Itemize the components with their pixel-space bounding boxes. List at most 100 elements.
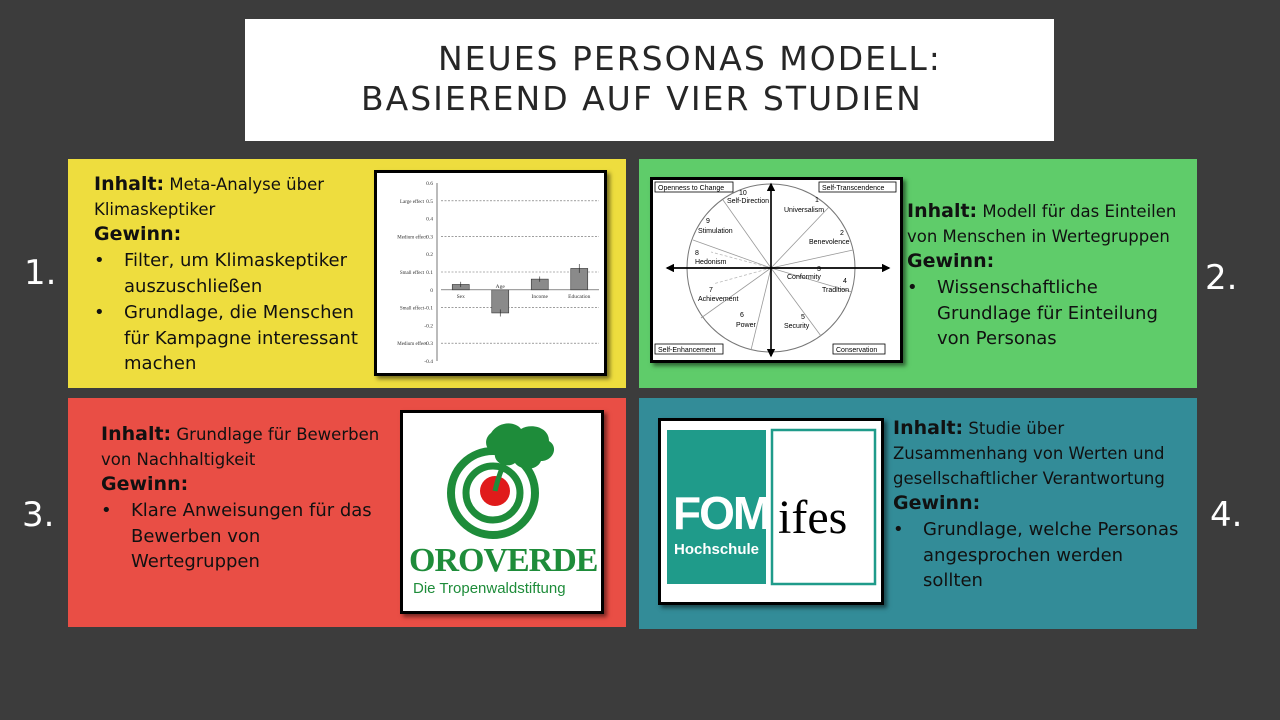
fom-hochschule: Hochschule	[674, 541, 759, 558]
corner-box	[832, 343, 886, 355]
oroverde-logo: OROVERDE Die Tropenwaldstiftung	[409, 423, 598, 597]
bullet-dot: •	[907, 277, 918, 298]
inhalt-paragraph: Inhalt: Modell für das Einteilen von Men…	[907, 199, 1192, 249]
inhalt-label: Inhalt:	[94, 173, 165, 195]
values-circle-image: Openness to Change Self-Transcendence Se…	[650, 177, 903, 363]
inhalt-text: Studie über Zusammenhang von Werten und …	[893, 419, 1165, 488]
ifes-text: ifes	[778, 491, 847, 544]
ifes-logo-block	[770, 428, 877, 586]
fom-ifes-logo-image: FOM Hochschule ifes	[658, 418, 884, 605]
fom-ifes-logo: FOM Hochschule ifes	[667, 428, 877, 586]
value-name: Conformity	[787, 274, 821, 281]
bullet-item: • Wissenschaftliche Grundlage für Einteil…	[907, 275, 1192, 352]
y-tick-label: 0.6	[426, 181, 433, 187]
bullet-item: • Klare Anweisungen für das Bewerben von …	[101, 498, 381, 575]
values-circle-diagram: Openness to Change Self-Transcendence Se…	[654, 181, 897, 358]
value-name: Universalism	[784, 207, 824, 214]
panel-3-text: Inhalt: Grundlage für Bewerben von Nachh…	[101, 422, 381, 575]
value-name: Hedonism	[695, 259, 727, 266]
value-name: Stimulation	[698, 228, 733, 235]
category-label: Sex	[457, 294, 466, 300]
bullet-text: Grundlage, die Menschen für Kampagne int…	[124, 302, 358, 374]
number-4: 4.	[1210, 495, 1243, 535]
y-tick-label: 0.4	[426, 217, 433, 223]
bullet-text: Grundlage, welche Personas angesprochen …	[923, 519, 1179, 591]
inhalt-text: Modell für das Einteilen von Menschen in…	[907, 202, 1177, 246]
corner-label-conservation: Conservation	[836, 347, 877, 354]
gewinn-label: Gewinn:	[94, 223, 182, 245]
y-tick-label: 0.5	[426, 199, 433, 205]
corner-box	[818, 181, 897, 193]
value-name: Benevolence	[809, 239, 850, 246]
panel-meta-analysis: Inhalt: Meta-Analyse über Klimaskeptiker…	[68, 159, 626, 388]
fom-text: FOM	[673, 487, 769, 539]
inhalt-text: Meta-Analyse über Klimaskeptiker	[94, 175, 325, 219]
corner-box	[654, 181, 734, 193]
effect-label: Small effect	[400, 271, 425, 276]
tree-crown-icon	[486, 423, 555, 469]
value-num: 6	[740, 312, 744, 319]
title-box: NEUES PERSONAS MODELL: BASIEREND AUF VIE…	[245, 19, 1054, 141]
panel-fom-ifes: FOM Hochschule ifes Inhalt: Studie über …	[639, 398, 1197, 629]
number-3: 3.	[22, 495, 55, 535]
y-tick-label: -0.3	[424, 341, 433, 347]
category-label: Income	[532, 294, 549, 300]
corner-label-openness: Openness to Change	[658, 185, 724, 192]
effect-label: Small effect	[400, 307, 425, 312]
corner-box	[654, 343, 724, 355]
effect-label: Medium effect	[397, 342, 427, 347]
oroverde-tagline: Die Tropenwaldstiftung	[413, 580, 566, 597]
value-num: 10	[739, 190, 747, 197]
bullet-item: • Grundlage, welche Personas angesprochen…	[893, 517, 1188, 594]
inhalt-label: Inhalt:	[893, 417, 964, 439]
corner-label-self-transcendence: Self-Transcendence	[822, 185, 884, 192]
bullet-dot: •	[94, 250, 105, 271]
y-tick-label: 0.2	[426, 252, 433, 258]
sector-lines	[692, 199, 854, 351]
effect-label: Large effect	[400, 200, 425, 205]
category-label: Education	[568, 294, 591, 300]
bullet-dot: •	[101, 500, 112, 521]
value-num: 8	[695, 250, 699, 257]
value-name: Achievement	[698, 296, 739, 303]
y-tick-label: 0	[430, 288, 433, 294]
bullet-item: • Grundlage, die Menschen für Kampagne in…	[94, 300, 362, 377]
panel-oroverde: Inhalt: Grundlage für Bewerben von Nachh…	[68, 398, 626, 627]
y-tick-label: 0.3	[426, 234, 433, 240]
value-name: Tradition	[822, 287, 849, 294]
gewinn-label: Gewinn:	[907, 250, 995, 272]
value-num: 4	[843, 278, 847, 285]
gewinn-label: Gewinn:	[101, 473, 189, 495]
value-name: Self-Direction	[727, 198, 769, 205]
bullet-text: Wissenschaftliche Grundlage für Einteilu…	[937, 277, 1158, 349]
inhalt-label: Inhalt:	[907, 200, 978, 222]
category-label: Age	[496, 284, 506, 290]
number-1: 1.	[24, 253, 57, 293]
y-tick-label: -0.2	[424, 323, 433, 329]
y-tick-label: -0.4	[424, 359, 433, 365]
y-tick-label: -0.1	[424, 306, 433, 312]
meta-analysis-bar-chart: 0.6 0.5 0.4 0.3 0.2 0.1 0 -0.1 -0.2 -0.3 -0.4 Large…	[397, 181, 599, 365]
bullet-dot: •	[893, 519, 904, 540]
oroverde-logo-image: OROVERDE Die Tropenwaldstiftung	[400, 410, 604, 614]
corner-label-self-enhancement: Self-Enhancement	[658, 347, 716, 354]
value-num: 2	[840, 230, 844, 237]
fom-logo-block	[667, 430, 766, 584]
inhalt-paragraph: Inhalt: Meta-Analyse über Klimaskeptiker	[94, 172, 362, 222]
bullet-dot: •	[94, 302, 105, 323]
value-num: 7	[709, 287, 713, 294]
title-line-1: NEUES PERSONAS MODELL:	[438, 39, 942, 78]
gewinn-label: Gewinn:	[893, 492, 981, 514]
title-line-2: BASIEREND AUF VIER STUDIEN	[361, 79, 923, 118]
value-name: Security	[784, 323, 810, 330]
bullet-item: • Filter, um Klimaskeptiker auszuschließe…	[94, 248, 362, 299]
value-num: 3	[817, 266, 821, 273]
value-num: 9	[706, 218, 710, 225]
oroverde-name: OROVERDE	[409, 542, 597, 579]
bullet-text: Klare Anweisungen für das Bewerben von W…	[131, 500, 372, 572]
inhalt-label: Inhalt:	[101, 423, 172, 445]
panel-1-text: Inhalt: Meta-Analyse über Klimaskeptiker…	[94, 172, 362, 377]
meta-analysis-chart-image: 0.6 0.5 0.4 0.3 0.2 0.1 0 -0.1 -0.2 -0.3 -0.4 Large…	[374, 170, 607, 376]
y-tick-label: 0.1	[426, 270, 433, 276]
bullet-text: Filter, um Klimaskeptiker auszuschließen	[124, 250, 348, 297]
